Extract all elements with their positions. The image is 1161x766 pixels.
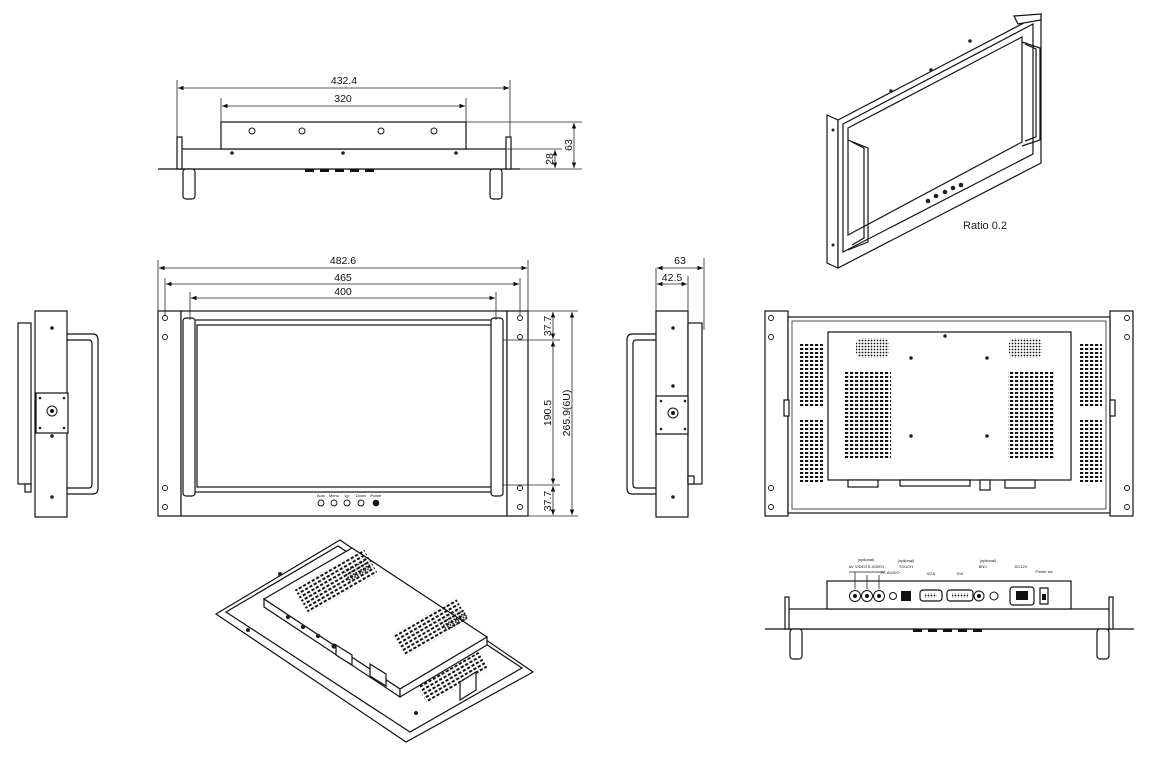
front-view <box>157 260 578 517</box>
port-label-dc12v: DC12V <box>1015 564 1028 569</box>
port-label-touch: TOUCH <box>899 564 913 569</box>
dim-top-height-total: 63 <box>563 139 575 151</box>
isometric-front-view <box>826 13 1042 269</box>
port-label-bnc: BNC <box>979 564 988 569</box>
button-label-menu: Menu <box>329 493 339 498</box>
port-label-optional-1: (optional) <box>858 557 875 562</box>
isometric-rear-view <box>214 539 535 743</box>
port-label-optional-2: (optional) <box>898 558 915 563</box>
ratio-label: Ratio 0.2 <box>963 220 1007 232</box>
dim-top-height-small: 28 <box>544 153 556 165</box>
dim-side-inner-depth: 42.5 <box>662 272 683 284</box>
dim-front-total-height: 265.9(6U) <box>561 390 573 437</box>
port-label-optional-3: (optional) <box>980 558 997 563</box>
port-label-av-video: AV VIDEO <box>849 564 868 569</box>
port-label-dvi: DVI <box>957 571 964 576</box>
dim-front-top-margin: 37.7 <box>542 316 554 337</box>
bottom-view <box>765 571 1134 660</box>
dim-front-rack-width: 482.6 <box>330 255 356 267</box>
button-label-auto: Auto <box>317 493 326 498</box>
port-label-s-video: S-VIDEO <box>868 564 884 569</box>
front-button-labels: Auto Menu Up Down Power <box>317 493 382 498</box>
top-view <box>158 80 582 200</box>
dim-front-screen-height: 190.5 <box>542 400 554 426</box>
rear-port-labels: (optional) AV VIDEO S-VIDEO PC AUDIO (op… <box>849 557 1053 576</box>
dim-top-inner: 320 <box>334 93 352 105</box>
dim-front-bottom-margin: 37.7 <box>542 491 554 512</box>
dim-side-depth: 63 <box>674 255 686 267</box>
rear-view <box>764 310 1134 517</box>
port-label-power-sw: Power sw <box>1035 569 1052 574</box>
button-label-down: Down <box>356 493 366 498</box>
port-label-pc-audio: PC AUDIO <box>880 570 899 575</box>
dim-front-screen-width: 400 <box>334 286 352 298</box>
dim-front-hole-spacing: 465 <box>334 272 352 284</box>
port-label-vga: VGA <box>927 571 936 576</box>
right-side-view <box>626 258 705 518</box>
left-side-view <box>17 310 99 518</box>
dim-top-overall: 432.4 <box>331 75 357 87</box>
button-label-up: Up <box>344 493 350 498</box>
button-label-power: Power <box>370 493 382 498</box>
